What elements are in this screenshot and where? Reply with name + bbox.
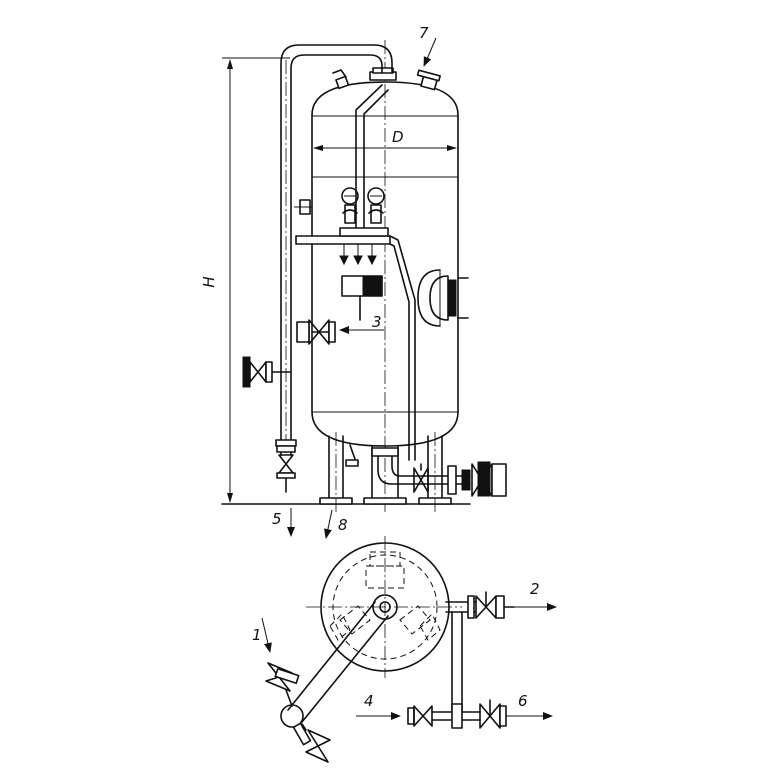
shell-valve-mid — [296, 319, 336, 345]
internal-block — [341, 275, 383, 321]
dimension-h: H — [200, 57, 290, 503]
drain-valve-left — [276, 445, 296, 493]
manhole — [417, 269, 469, 327]
pressure-gauges — [341, 187, 385, 224]
label-7: 7 — [419, 24, 429, 42]
inner-riser — [355, 84, 389, 241]
label-4: 4 — [364, 692, 374, 710]
label-8: 8 — [338, 516, 348, 534]
plan-hidden-features — [329, 551, 441, 641]
label-diameter: D — [392, 128, 404, 146]
vertical-connector — [451, 611, 463, 711]
elevation-view: H D 3 7 5 8 — [200, 24, 507, 539]
overflow-pipe — [275, 44, 393, 456]
dimension-d: D — [313, 128, 457, 151]
outlet-pipe-2 — [445, 591, 515, 619]
inlet-pipe-diagonal — [265, 601, 389, 763]
label-3: 3 — [372, 313, 382, 331]
outlet-pipe-6 — [407, 699, 507, 729]
label-6: 6 — [518, 692, 528, 710]
top-nozzles — [332, 67, 441, 91]
support-legs — [319, 432, 452, 512]
manifold-header — [295, 227, 391, 266]
bottom-outlet — [371, 447, 507, 497]
inclined-pipe — [389, 235, 416, 461]
plan-view: 2 6 4 1 — [252, 536, 557, 763]
label-5: 5 — [272, 510, 282, 528]
label-1: 1 — [252, 626, 262, 644]
label-height: H — [200, 276, 218, 287]
outer-valve-left — [242, 356, 292, 388]
label-2: 2 — [530, 580, 540, 598]
